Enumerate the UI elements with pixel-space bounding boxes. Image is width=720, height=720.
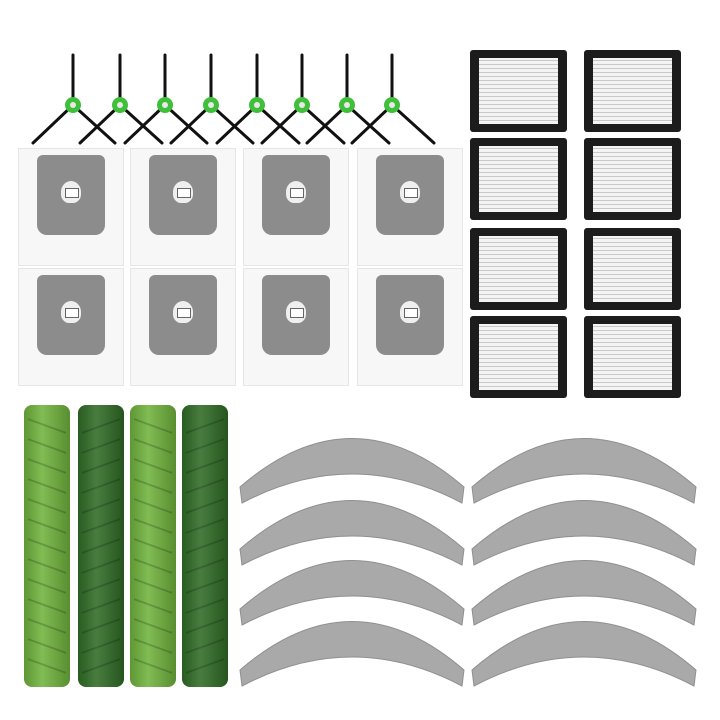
hepa-filter xyxy=(584,316,681,398)
dust-bag xyxy=(18,148,124,266)
bag-plate xyxy=(37,275,105,355)
dust-bag xyxy=(357,148,463,266)
bag-plate xyxy=(262,275,330,355)
dust-bag xyxy=(18,268,124,386)
mop-pad xyxy=(471,560,697,626)
mop-pad xyxy=(471,438,697,504)
side-brush xyxy=(350,53,436,145)
hepa-filter xyxy=(584,50,681,132)
mop-pad xyxy=(239,560,465,626)
dust-bag xyxy=(130,268,236,386)
bag-plate xyxy=(376,155,444,235)
roller-brush-light xyxy=(130,405,176,687)
dust-bag xyxy=(243,148,349,266)
mop-pad xyxy=(239,621,465,687)
bag-plate xyxy=(37,155,105,235)
mop-pad xyxy=(471,500,697,566)
hepa-filter xyxy=(470,50,567,132)
hepa-filter xyxy=(470,138,567,220)
mop-pad xyxy=(471,621,697,687)
bag-slot xyxy=(65,188,79,198)
roller-brush-light xyxy=(24,405,70,687)
side-brush xyxy=(123,53,209,145)
bag-plate xyxy=(376,275,444,355)
side-brush xyxy=(305,53,391,145)
filter-mesh xyxy=(593,324,672,390)
roller-brush-dark xyxy=(182,405,228,687)
bag-slot xyxy=(404,308,418,318)
dust-bag xyxy=(243,268,349,386)
side-brush xyxy=(169,53,255,145)
side-brushes xyxy=(31,53,436,145)
filter-mesh xyxy=(479,58,558,124)
side-brush xyxy=(31,53,117,145)
mop-pad xyxy=(239,500,465,566)
hepa-filter xyxy=(584,138,681,220)
bag-plate xyxy=(262,155,330,235)
bag-slot xyxy=(290,188,304,198)
hepa-filter xyxy=(470,228,567,310)
bag-slot xyxy=(65,308,79,318)
dust-bag xyxy=(357,268,463,386)
side-brush xyxy=(260,53,346,145)
filter-mesh xyxy=(593,236,672,302)
bag-slot xyxy=(177,308,191,318)
roller-brush-dark xyxy=(78,405,124,687)
mop-pad xyxy=(239,438,465,504)
bag-slot xyxy=(404,188,418,198)
hepa-filter xyxy=(584,228,681,310)
side-brush xyxy=(78,53,164,145)
filter-mesh xyxy=(593,146,672,212)
bag-plate xyxy=(149,275,217,355)
filter-mesh xyxy=(593,58,672,124)
hepa-filter xyxy=(470,316,567,398)
dust-bag xyxy=(130,148,236,266)
filter-mesh xyxy=(479,236,558,302)
bag-slot xyxy=(290,308,304,318)
bag-slot xyxy=(177,188,191,198)
side-brush xyxy=(215,53,301,145)
bag-plate xyxy=(149,155,217,235)
filter-mesh xyxy=(479,146,558,212)
filter-mesh xyxy=(479,324,558,390)
